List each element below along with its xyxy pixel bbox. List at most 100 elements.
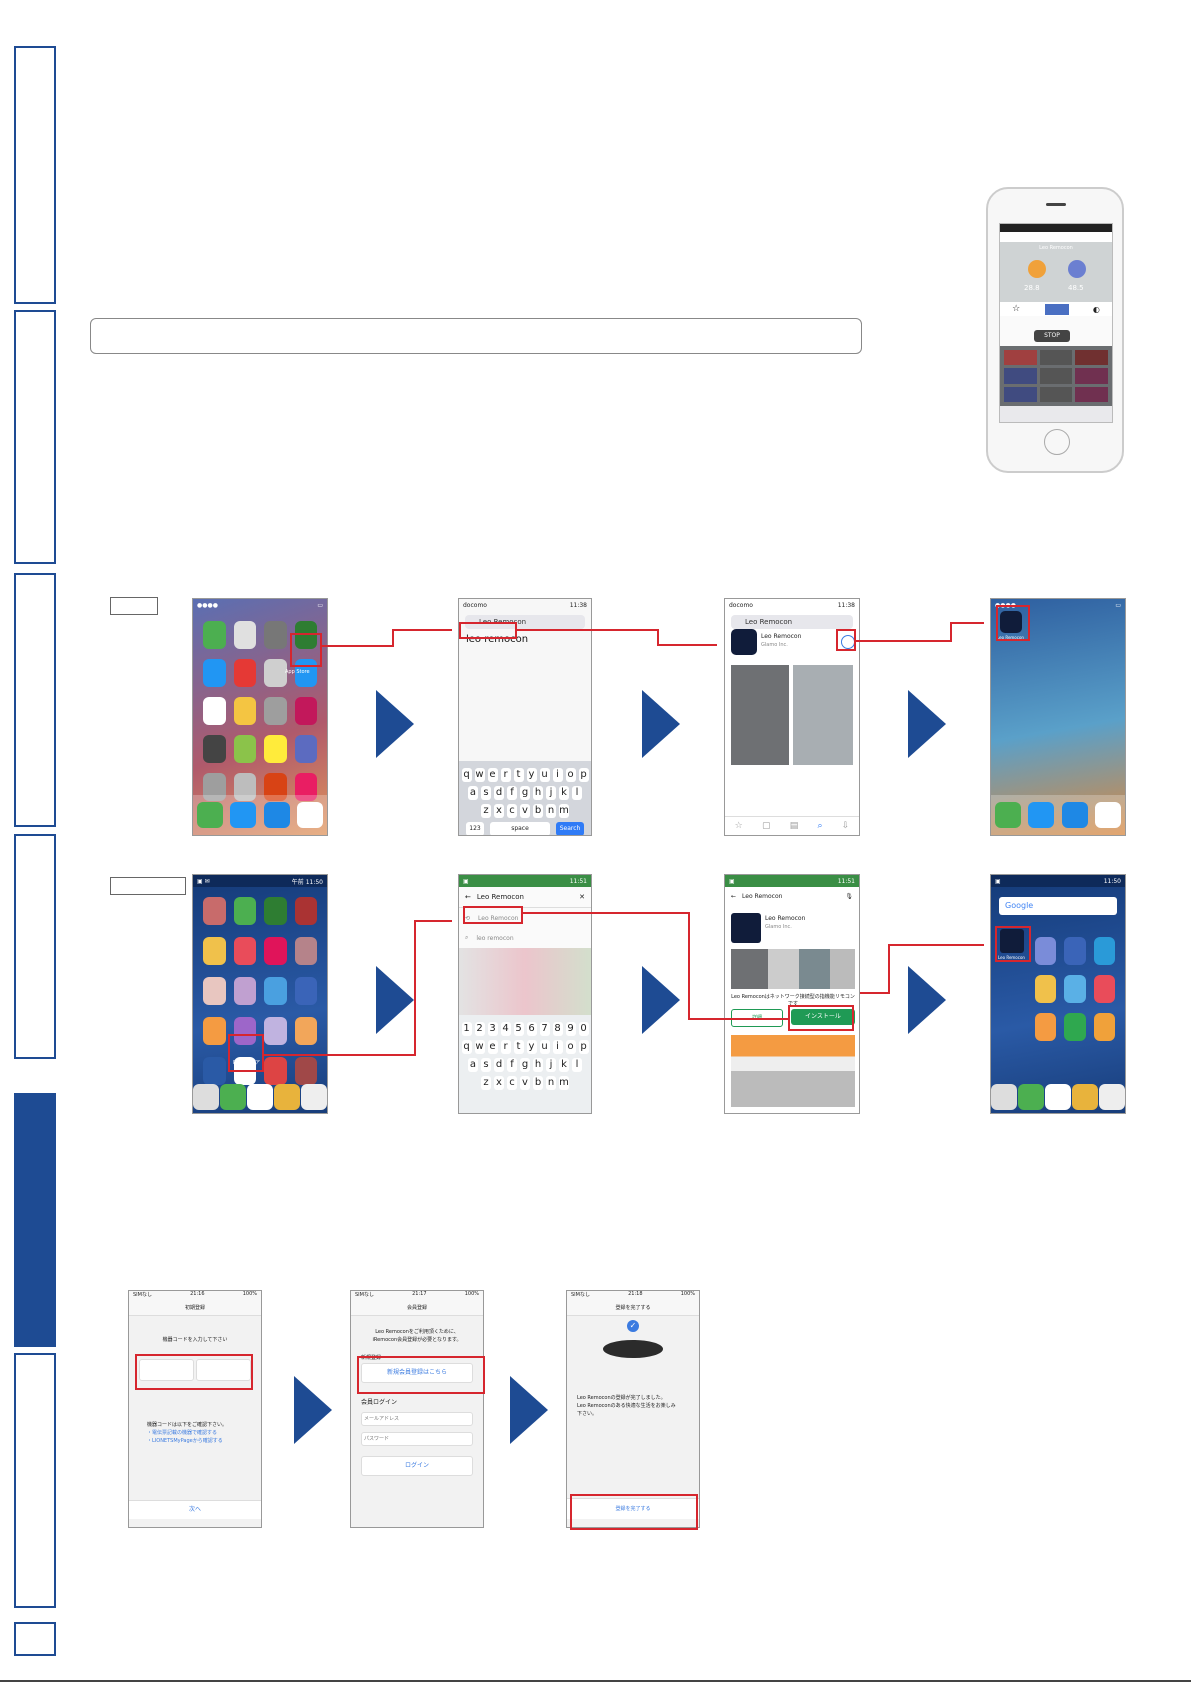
android-key[interactable]: 8 <box>552 1022 563 1036</box>
back-arrow-icon[interactable]: ← <box>731 892 737 900</box>
featured-tab-icon[interactable]: ☆ <box>734 821 743 831</box>
gmail-app-icon[interactable] <box>1044 1084 1071 1110</box>
ios-key[interactable]: j <box>546 786 556 800</box>
phone-app-icon[interactable] <box>994 802 1021 828</box>
ios-leo-icon[interactable] <box>1000 611 1022 633</box>
android-key[interactable]: z <box>481 1076 491 1090</box>
android-suggestion-1[interactable]: ⟲Leo Remocon <box>465 914 519 922</box>
ios-key[interactable]: b <box>533 804 543 818</box>
android-key[interactable]: y <box>526 1040 537 1054</box>
android-key[interactable]: r <box>500 1040 511 1054</box>
ios-key[interactable]: o <box>565 768 576 782</box>
side-tab-5-active[interactable] <box>14 1093 56 1347</box>
ios-key[interactable]: u <box>539 768 550 782</box>
android-key[interactable]: w <box>474 1040 485 1054</box>
android-key[interactable]: m <box>559 1076 569 1090</box>
mic-icon[interactable]: 🎙 <box>845 892 853 900</box>
ios-key[interactable]: v <box>520 804 530 818</box>
ios-key[interactable]: e <box>487 768 498 782</box>
android-key[interactable]: e <box>487 1040 498 1054</box>
menu-app-icon[interactable] <box>1098 1084 1125 1110</box>
gmail-app-icon[interactable] <box>246 1084 273 1110</box>
side-tab-3[interactable] <box>14 573 56 827</box>
categories-tab-icon[interactable]: ▢ <box>761 821 771 831</box>
ios-key-space[interactable]: space <box>490 822 550 835</box>
email-field[interactable] <box>361 1412 473 1426</box>
side-tab-1[interactable] <box>14 46 56 304</box>
ios-key[interactable]: x <box>494 804 504 818</box>
ios-key[interactable]: q <box>461 768 472 782</box>
safari-app-icon[interactable] <box>263 802 290 828</box>
ios-key[interactable]: y <box>526 768 537 782</box>
android-key[interactable]: n <box>546 1076 556 1090</box>
ios-key[interactable]: t <box>513 768 524 782</box>
android-install-button[interactable]: インストール <box>791 1009 855 1025</box>
side-tab-4[interactable] <box>14 834 56 1059</box>
phone-app-icon[interactable] <box>196 802 223 828</box>
ios-key[interactable]: i <box>552 768 563 782</box>
android-key[interactable]: 5 <box>513 1022 524 1036</box>
phone-app-icon[interactable] <box>1018 1084 1045 1110</box>
ios-key[interactable]: k <box>559 786 569 800</box>
ios-key[interactable]: f <box>507 786 517 800</box>
ios-key[interactable]: p <box>578 768 589 782</box>
ios-key[interactable]: n <box>546 804 556 818</box>
android-key[interactable]: v <box>520 1076 530 1090</box>
android-app-search-field[interactable]: ←Leo Remocon🎙 <box>731 892 853 900</box>
phone-app-icon[interactable] <box>220 1084 247 1110</box>
android-leo-icon[interactable] <box>1000 929 1024 953</box>
android-key[interactable]: 3 <box>487 1022 498 1036</box>
android-key[interactable]: c <box>507 1076 517 1090</box>
apps-drawer-icon[interactable] <box>991 1084 1018 1110</box>
reg1-note-link-1[interactable]: ・電伝票記載の機器で確認する <box>147 1430 218 1436</box>
android-search-field[interactable]: ← Leo Remocon ✕ <box>459 887 591 908</box>
android-key[interactable]: b <box>533 1076 543 1090</box>
search-tab-icon[interactable]: ⌕ <box>817 821 823 831</box>
login-button[interactable]: ログイン <box>361 1456 473 1476</box>
music-app-icon[interactable] <box>1095 802 1122 828</box>
ios-key-123[interactable]: 123 <box>466 822 484 835</box>
android-key[interactable]: h <box>533 1058 543 1072</box>
reg1-note-link-2[interactable]: ・LIONETSMyPageから確認する <box>147 1438 223 1444</box>
device-code-field-2[interactable] <box>196 1359 251 1381</box>
android-key[interactable]: x <box>494 1076 504 1090</box>
toplist-tab-icon[interactable]: ▤ <box>789 821 799 831</box>
ios-app-search-field[interactable]: Leo Remocon <box>731 615 853 629</box>
ios-key[interactable]: g <box>520 786 530 800</box>
mail-app-icon[interactable] <box>230 802 257 828</box>
android-key[interactable]: o <box>565 1040 576 1054</box>
ios-key[interactable]: m <box>559 804 569 818</box>
android-key[interactable]: j <box>546 1058 556 1072</box>
chrome-app-icon[interactable] <box>1071 1084 1098 1110</box>
android-key[interactable]: 7 <box>539 1022 550 1036</box>
close-icon[interactable]: ✕ <box>579 893 585 901</box>
ios-key[interactable]: z <box>481 804 491 818</box>
android-key[interactable]: f <box>507 1058 517 1072</box>
android-key[interactable]: 4 <box>500 1022 511 1036</box>
mail-app-icon[interactable] <box>1028 802 1055 828</box>
ios-key[interactable]: d <box>494 786 504 800</box>
new-member-button[interactable]: 新規会員登録はこちら <box>361 1363 473 1383</box>
android-suggestion-2[interactable]: ⌕leo remocon <box>465 934 514 942</box>
android-key[interactable]: q <box>461 1040 472 1054</box>
chrome-app-icon[interactable] <box>273 1084 300 1110</box>
ios-key[interactable]: h <box>533 786 543 800</box>
music-app-icon[interactable] <box>297 802 324 828</box>
updates-tab-icon[interactable]: ⇩ <box>841 821 850 831</box>
android-key[interactable]: p <box>578 1040 589 1054</box>
back-arrow-icon[interactable]: ← <box>465 893 471 901</box>
android-key[interactable]: 6 <box>526 1022 537 1036</box>
android-key[interactable]: u <box>539 1040 550 1054</box>
ios-key[interactable]: s <box>481 786 491 800</box>
password-field[interactable] <box>361 1432 473 1446</box>
android-key[interactable]: i <box>552 1040 563 1054</box>
ios-key[interactable]: a <box>468 786 478 800</box>
android-key[interactable]: t <box>513 1040 524 1054</box>
ios-search-suggestion[interactable]: leo remocon <box>466 634 529 645</box>
device-code-field-1[interactable] <box>139 1359 194 1381</box>
ios-key[interactable]: c <box>507 804 517 818</box>
android-key[interactable]: l <box>572 1058 582 1072</box>
ios-key[interactable]: w <box>474 768 485 782</box>
side-tab-2[interactable] <box>14 310 56 564</box>
android-key[interactable]: g <box>520 1058 530 1072</box>
